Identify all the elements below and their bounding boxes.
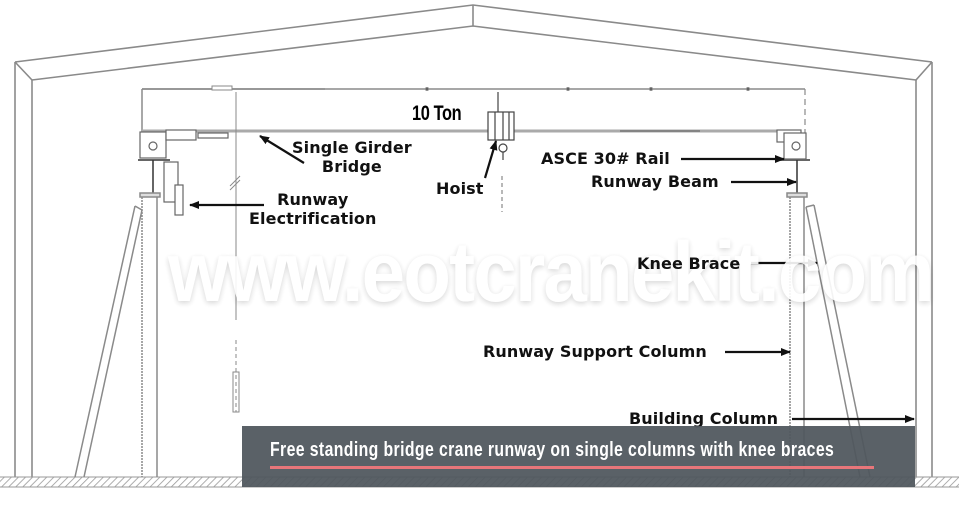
building-frame — [14, 4, 933, 477]
leader-arrows — [189, 135, 915, 423]
capacity-label: 10 Ton — [412, 102, 462, 125]
caption-banner: Free standing bridge crane runway on sin… — [242, 426, 915, 487]
label-asce-rail: ASCE 30# Rail — [541, 149, 670, 168]
label-single-girder-bridge-line2: Bridge — [321, 157, 382, 176]
bridge-girder — [141, 85, 806, 413]
label-building-column: Building Column — [629, 409, 779, 428]
label-runway-electrification-line1: Runway — [277, 190, 349, 209]
hoist-drawing — [487, 92, 515, 212]
label-single-girder-bridge: Single Girder Bridge — [292, 138, 412, 176]
label-runway-support-column: Runway Support Column — [483, 342, 707, 361]
label-runway-beam: Runway Beam — [591, 172, 719, 191]
left-end-truck — [138, 129, 229, 216]
label-runway-electrification-line2: Electrification — [249, 209, 377, 228]
label-knee-brace: Knee Brace — [637, 254, 741, 273]
label-runway-electrification: Runway Electrification — [249, 190, 377, 228]
label-hoist: Hoist — [436, 179, 484, 198]
watermark: www.eotcranekit.com — [168, 225, 935, 319]
right-end-truck — [776, 129, 810, 193]
left-runway-column — [74, 192, 161, 478]
label-single-girder-bridge-line1: Single Girder — [292, 138, 412, 157]
caption-text: Free standing bridge crane runway on sin… — [270, 439, 835, 461]
caption-underline — [270, 466, 874, 469]
